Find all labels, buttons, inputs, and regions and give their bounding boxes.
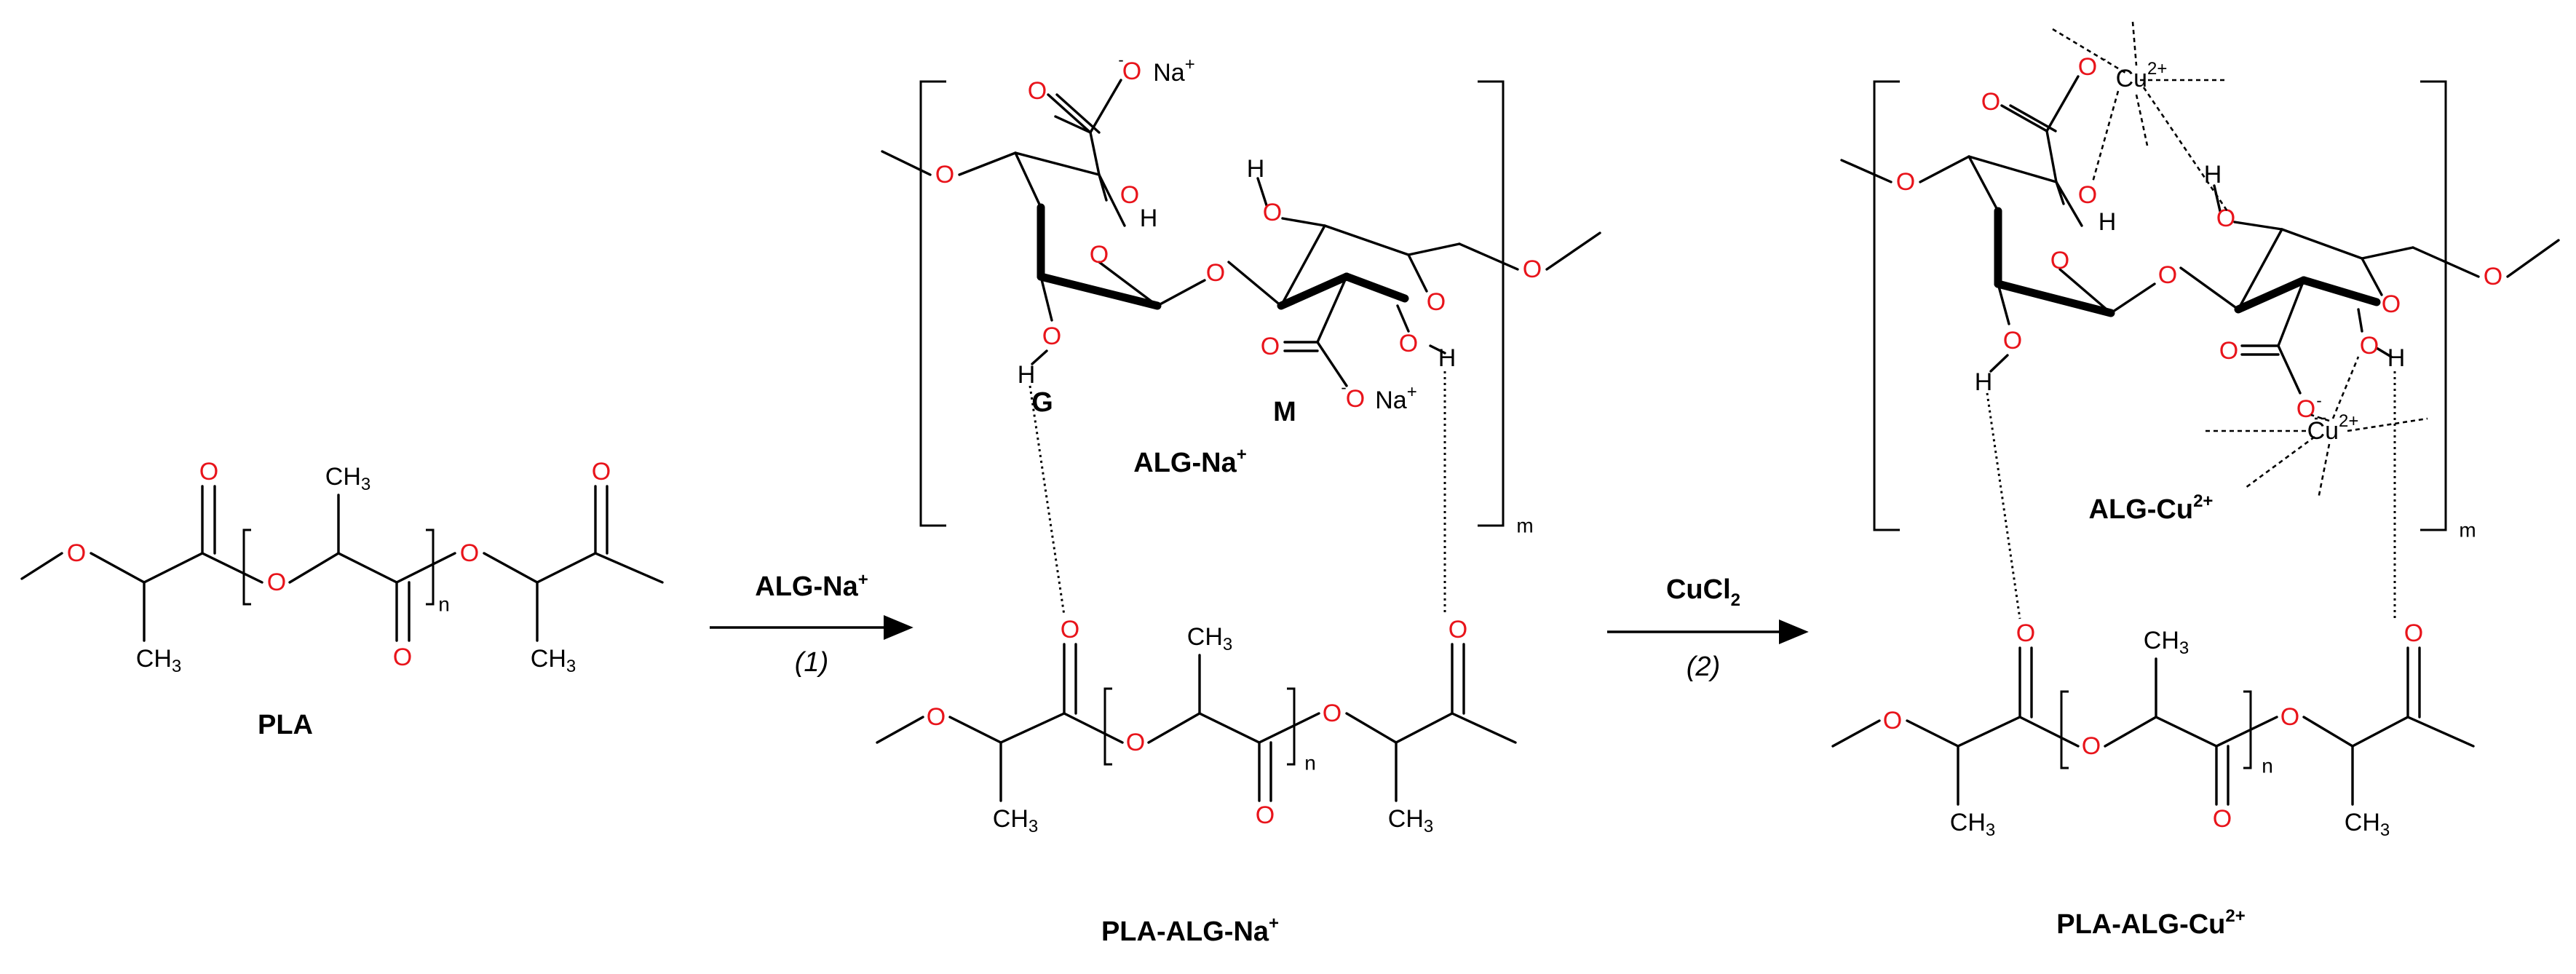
step1-reagent: ALG-Na+ — [755, 570, 868, 602]
copper-bottom: Cu2+ — [2307, 411, 2359, 446]
hydrogen-bond — [1986, 392, 2021, 619]
pla-structure: O O O O O O CH3 CH3 CH3 n PLA — [20, 458, 664, 740]
pla-methyl: CH3 — [136, 645, 181, 676]
alg-cu-label: ALG-Cu2+ — [2089, 491, 2214, 525]
pla-alg-na-label: PLA-ALG-Na+ — [1101, 914, 1279, 947]
oxygen: O — [2360, 332, 2379, 360]
oxygen: O — [2082, 732, 2101, 760]
oxygen: O — [2213, 805, 2232, 833]
alg-g-carboxylate-o: O — [1122, 58, 1141, 85]
copper-top: Cu2+ — [2116, 59, 2168, 93]
repeat-m: m — [2459, 519, 2476, 542]
repeat-n: n — [2262, 755, 2273, 777]
methyl: CH3 — [1388, 805, 1433, 836]
alg-g-hydroxyl-h: H — [1140, 205, 1158, 232]
pla-oxygen: O — [199, 458, 218, 486]
pla-oxygen: O — [592, 458, 611, 486]
step2-reagent: CuCl2 — [1666, 574, 1740, 610]
pla-repeat-n: n — [438, 593, 450, 616]
alg-cu-structure: m O O O - O H O O H O — [1840, 21, 2560, 619]
alg-na-repeat-m: m — [1516, 515, 1533, 537]
oxygen: O — [927, 703, 946, 731]
oxygen: O — [1323, 700, 1341, 727]
oxygen: O — [1896, 168, 1915, 196]
methyl: CH3 — [1950, 809, 1995, 840]
charge: - — [2316, 392, 2321, 410]
alg-na-structure: m O O O - Na+ O H O O H O — [881, 51, 1601, 616]
hydrogen: H — [1975, 368, 1993, 396]
oxygen: O — [2050, 247, 2069, 274]
alg-g-hydroxyl-o: O — [1120, 181, 1139, 209]
hydrogen: H — [2387, 344, 2406, 372]
pla-oxygen: O — [67, 539, 86, 567]
oxygen: O — [2219, 337, 2238, 365]
oxygen: O — [1883, 707, 1902, 735]
step2-number: (2) — [1687, 652, 1720, 682]
charge: - — [1341, 379, 1346, 397]
oxygen: O — [2078, 53, 2097, 81]
alg-m-hydroxyl2-h: H — [1438, 344, 1457, 372]
pla-methyl: CH3 — [531, 645, 576, 676]
alg-m-carbonyl-o: O — [1261, 333, 1280, 360]
pla-alg-cu-label: PLA-ALG-Cu2+ — [2056, 906, 2246, 940]
oxygen: O — [2003, 327, 2022, 355]
oxygen: O — [2078, 181, 2097, 209]
oxygen: O — [2382, 290, 2401, 318]
methyl: CH3 — [993, 805, 1038, 836]
m-unit-label: M — [1273, 397, 1296, 427]
alg-m-ring-o: O — [1427, 288, 1446, 316]
oxygen: O — [2016, 619, 2035, 647]
alg-g-hydroxyl2-o: O — [1042, 322, 1061, 350]
alg-g-sodium: Na+ — [1153, 55, 1194, 87]
alg-g-oxygen: O — [935, 161, 954, 189]
alg-m-terminal-o: O — [1523, 256, 1542, 283]
pla-alg-na-chain: O O O O O O CH3 CH3 CH3 n PLA-ALG-Na+ — [876, 616, 1517, 947]
charge: - — [2101, 50, 2106, 68]
alg-m-hydroxyl-o: O — [1263, 199, 1282, 226]
alg-g-carbonyl-o: O — [1028, 77, 1047, 105]
oxygen: O — [1126, 729, 1145, 756]
oxygen: O — [2296, 395, 2315, 423]
repeat-n: n — [1304, 752, 1316, 775]
oxygen: O — [2404, 619, 2423, 647]
reaction-step-1: ALG-Na+ (1) — [710, 570, 914, 678]
oxygen: O — [2280, 703, 2299, 731]
oxygen: O — [1981, 88, 2000, 116]
alg-glycosidic-o: O — [1206, 259, 1225, 287]
hydrogen: H — [2099, 208, 2117, 236]
charge: - — [1118, 51, 1123, 69]
oxygen: O — [2484, 263, 2502, 290]
methyl: CH3 — [2345, 809, 2390, 840]
copper-center-bottom: Cu2+ — [2206, 356, 2428, 499]
oxygen: O — [1061, 616, 1079, 644]
alg-g-hydroxyl2-h: H — [1018, 361, 1036, 389]
methyl: CH3 — [2144, 627, 2189, 658]
alg-m-hydroxyl-h: H — [1247, 155, 1265, 183]
alg-m-sodium: Na+ — [1375, 382, 1416, 415]
step1-number: (1) — [795, 647, 828, 678]
g-unit-label: G — [1031, 387, 1053, 418]
oxygen: O — [1448, 616, 1467, 644]
pla-label: PLA — [258, 710, 313, 740]
alg-m-carboxylate-o: O — [1346, 385, 1365, 413]
copper-center-top: Cu2+ — [2052, 21, 2229, 212]
pla-alg-cu-chain: O O O O O O CH3 CH3 CH3 n PLA-ALG-Cu2+ — [1831, 619, 2475, 940]
pla-oxygen: O — [393, 644, 412, 671]
hydrogen: H — [2204, 161, 2222, 189]
pla-oxygen: O — [460, 539, 479, 567]
methyl: CH3 — [1187, 623, 1232, 654]
hydrogen-bond — [1029, 385, 1066, 616]
alg-m-hydroxyl2-o: O — [1399, 330, 1418, 357]
pla-oxygen: O — [267, 569, 286, 596]
oxygen: O — [2158, 261, 2177, 289]
alg-na-label: ALG-Na+ — [1133, 445, 1246, 478]
reaction-step-2: CuCl2 (2) — [1607, 574, 1809, 682]
pla-methyl: CH3 — [325, 463, 370, 494]
alg-g-ring-o: O — [1090, 241, 1109, 269]
oxygen: O — [1256, 801, 1275, 829]
